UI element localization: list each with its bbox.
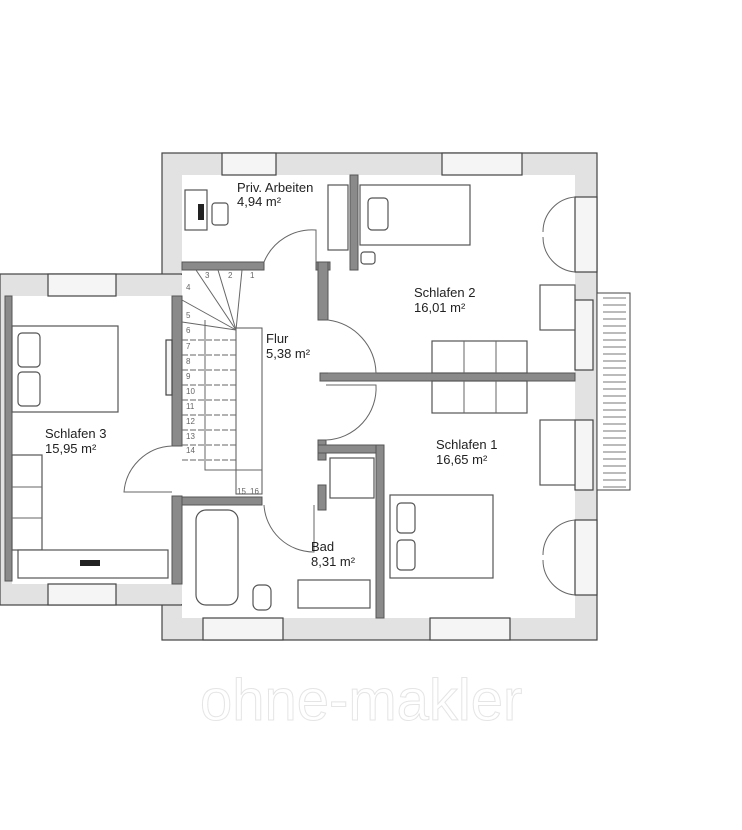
toilet [252,584,272,611]
room-name: Priv. Arbeiten [237,180,313,195]
stair-tread [235,269,243,331]
step-number: 16 [250,487,259,496]
step-number: 6 [186,326,191,335]
stair-tread [217,269,237,331]
step-number: 15 [237,487,246,496]
shelf [327,184,349,251]
desk [539,284,576,331]
wardrobe [11,454,43,551]
step-number: 11 [186,402,195,411]
laptop [198,204,204,220]
step-number: 3 [205,271,210,280]
staircase: 1 2 3 4 5 6 7 8 9 10 11 12 13 14 15 16 [181,269,263,496]
room-name: Schlafen 1 [436,437,497,452]
inner-walls [4,174,576,619]
shower [329,457,375,499]
step-number: 2 [228,271,233,280]
room-name: Schlafen 3 [45,426,106,441]
windows [47,152,598,641]
balcony [596,292,631,491]
step-number: 4 [186,283,191,292]
stair-tread [181,299,237,331]
step-number: 14 [186,446,195,455]
furniture [11,184,576,611]
step-number: 7 [186,342,191,351]
doors [123,196,576,596]
room-area: 15,95 m² [45,441,97,456]
room-area: 8,31 m² [311,554,356,569]
wardrobe [431,340,528,374]
stair-tread [181,321,237,331]
sink [297,579,371,609]
step-number: 9 [186,372,191,381]
room-area: 16,65 m² [436,452,488,467]
chair [211,202,229,226]
step-number: 1 [250,271,255,280]
room-labels: Priv. Arbeiten 4,94 m² Schlafen 2 16,01 … [45,180,497,569]
watermark: ohne-makler [200,668,522,733]
step-number: 12 [186,417,195,426]
stair-tread [195,269,237,331]
step-number: 8 [186,357,191,366]
wardrobe [431,380,528,414]
step-number: 10 [186,387,195,396]
room-area: 5,38 m² [266,346,311,361]
step-number: 5 [186,311,191,320]
room-name: Schlafen 2 [414,285,475,300]
room-area: 16,01 m² [414,300,466,315]
room-name: Bad [311,539,334,554]
desk [539,419,576,486]
room-name: Flur [266,331,289,346]
room-area: 4,94 m² [237,194,282,209]
desk [17,549,169,579]
step-number: 13 [186,432,195,441]
bathtub [195,509,239,606]
